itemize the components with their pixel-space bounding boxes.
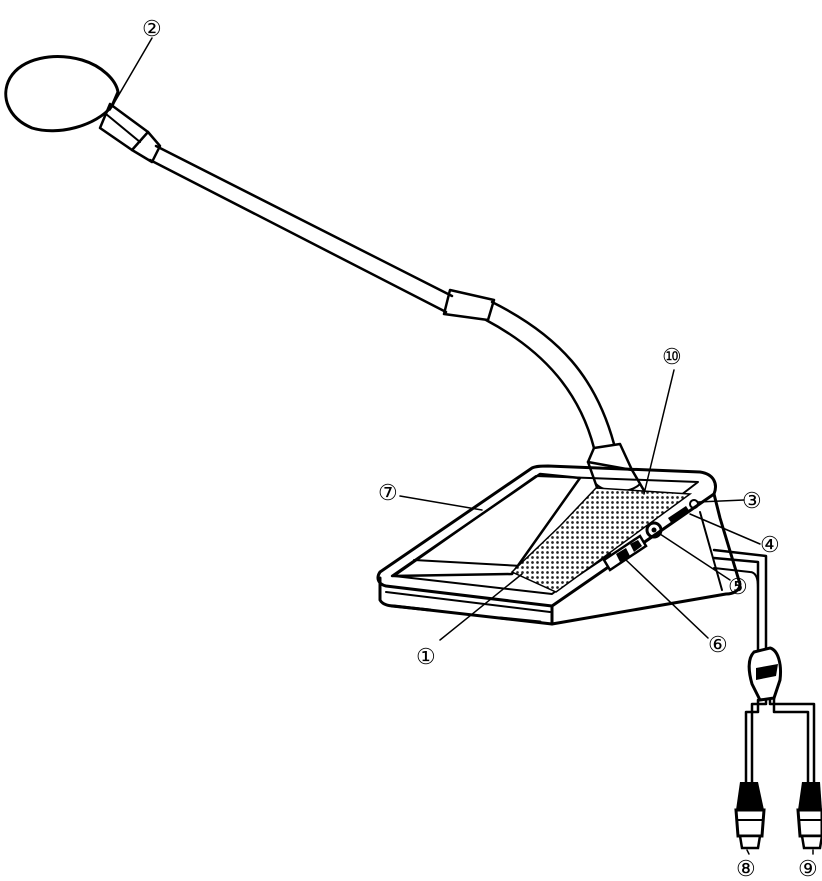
speaker-grille: [510, 487, 693, 593]
callout-4: ④: [760, 533, 780, 558]
callout-10: ⑩: [662, 345, 682, 370]
mic-head-collar: [98, 102, 162, 164]
callout-6: ⑥: [708, 633, 728, 658]
windscreen: [4, 55, 120, 133]
connector-9: [796, 782, 822, 850]
leader-lines: [109, 37, 814, 855]
callout-9: ⑨: [798, 857, 818, 881]
callout-8: ⑧: [736, 857, 756, 881]
callout-5: ⑤: [728, 575, 748, 600]
callout-2: ②: [142, 17, 162, 42]
callout-7: ⑦: [378, 481, 398, 506]
callout-3: ③: [742, 489, 762, 514]
headphone-jack: [645, 521, 663, 539]
indicator-led: [689, 499, 699, 509]
gooseneck: [148, 144, 648, 506]
callouts: ① ② ③ ④ ⑤ ⑥ ⑦ ⑧ ⑨ ⑩: [142, 17, 818, 881]
callout-1: ①: [416, 645, 436, 670]
side-controls: [602, 499, 699, 572]
cable: [712, 548, 816, 784]
connector-8: [734, 782, 766, 850]
volume-slot: [668, 506, 690, 524]
